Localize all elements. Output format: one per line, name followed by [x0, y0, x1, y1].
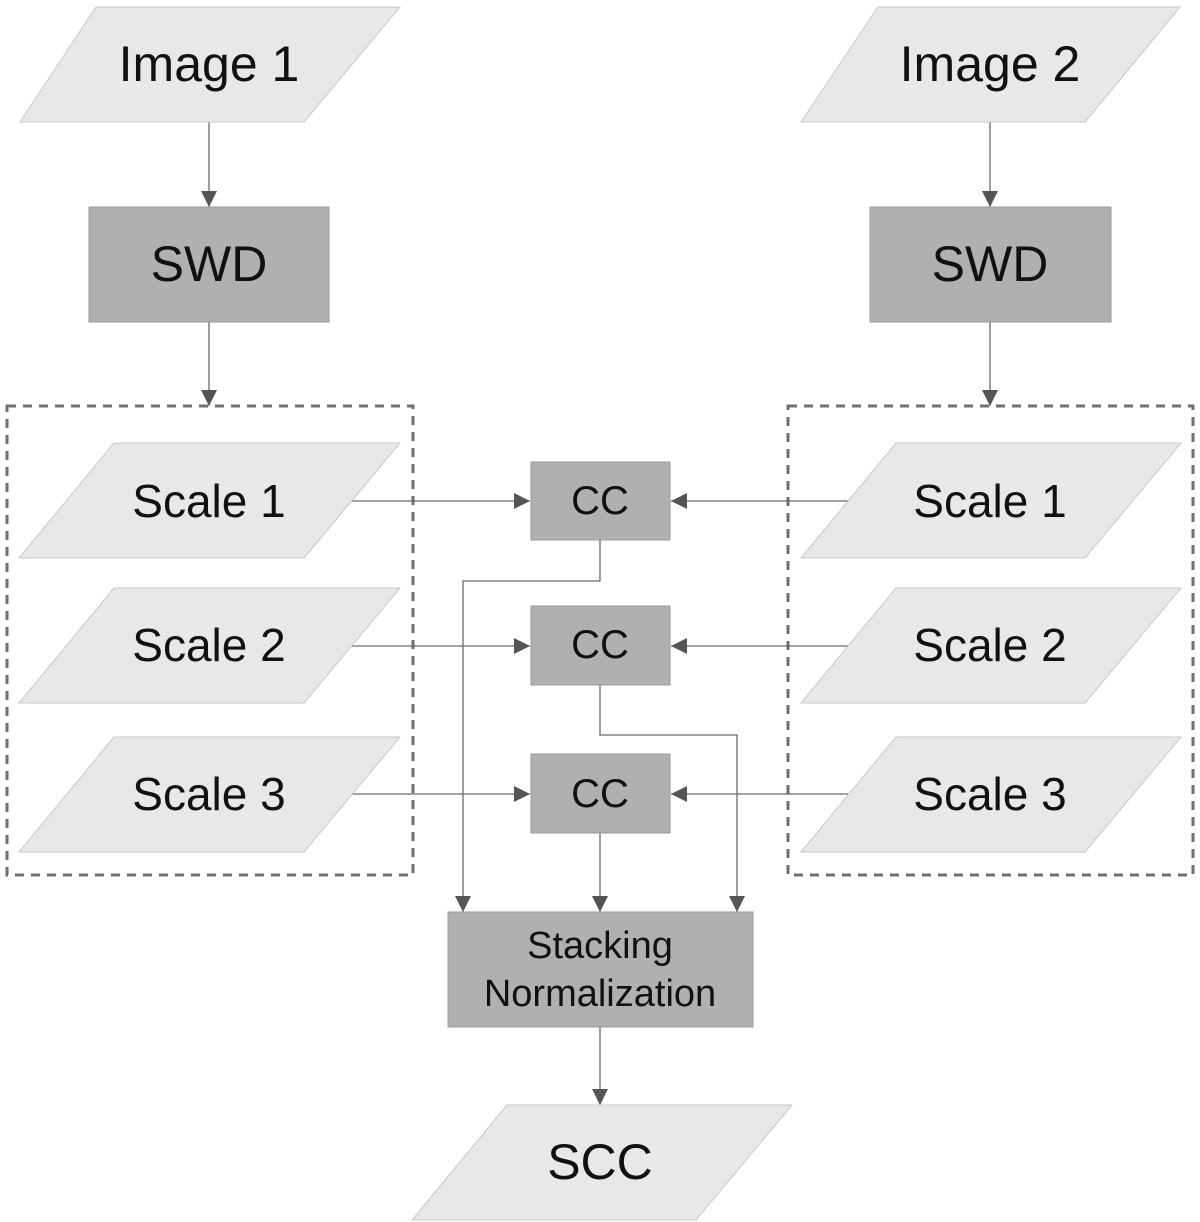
cc1-node: CC: [530, 461, 671, 541]
swd-left-label: SWD: [151, 236, 268, 292]
image1-label: Image 1: [119, 36, 300, 92]
swd-right-label: SWD: [932, 236, 1049, 292]
cc3-label: CC: [571, 772, 629, 816]
cc1-label: CC: [571, 479, 629, 523]
cc2-label: CC: [571, 623, 629, 667]
right-scale3-node: Scale 3: [799, 736, 1183, 853]
edge-cc2-stacking: [599, 685, 745, 912]
right-scale-group: [786, 404, 1195, 877]
image2-label: Image 2: [900, 36, 1081, 92]
right-scale1-label: Scale 1: [913, 475, 1066, 527]
right-scale3-label: Scale 3: [913, 768, 1066, 820]
stacking-normalization-node: Stacking Normalization: [447, 911, 754, 1028]
swd-left-node: SWD: [88, 206, 330, 323]
image1-node: Image 1: [19, 6, 402, 123]
stacking-label: Stacking: [527, 925, 673, 967]
scc-label: SCC: [547, 1134, 653, 1190]
left-scale1-node: Scale 1: [17, 442, 402, 559]
edge-cc1-stacking: [455, 540, 601, 912]
right-scale1-node: Scale 1: [799, 442, 1183, 559]
left-scale-group: [5, 404, 415, 877]
left-scale2-node: Scale 2: [17, 587, 402, 704]
image2-node: Image 2: [800, 6, 1182, 123]
edges: [201, 122, 998, 1105]
scc-output-node: SCC: [410, 1104, 794, 1221]
cc3-node: CC: [530, 753, 671, 834]
left-scale1-label: Scale 1: [132, 475, 285, 527]
left-scale3-label: Scale 3: [132, 768, 285, 820]
left-scale2-label: Scale 2: [132, 619, 285, 671]
normalization-label: Normalization: [484, 973, 716, 1015]
left-scale3-node: Scale 3: [17, 736, 402, 853]
cc2-node: CC: [530, 605, 671, 686]
right-scale2-label: Scale 2: [913, 619, 1066, 671]
swd-right-node: SWD: [869, 206, 1112, 323]
right-scale2-node: Scale 2: [799, 587, 1183, 704]
